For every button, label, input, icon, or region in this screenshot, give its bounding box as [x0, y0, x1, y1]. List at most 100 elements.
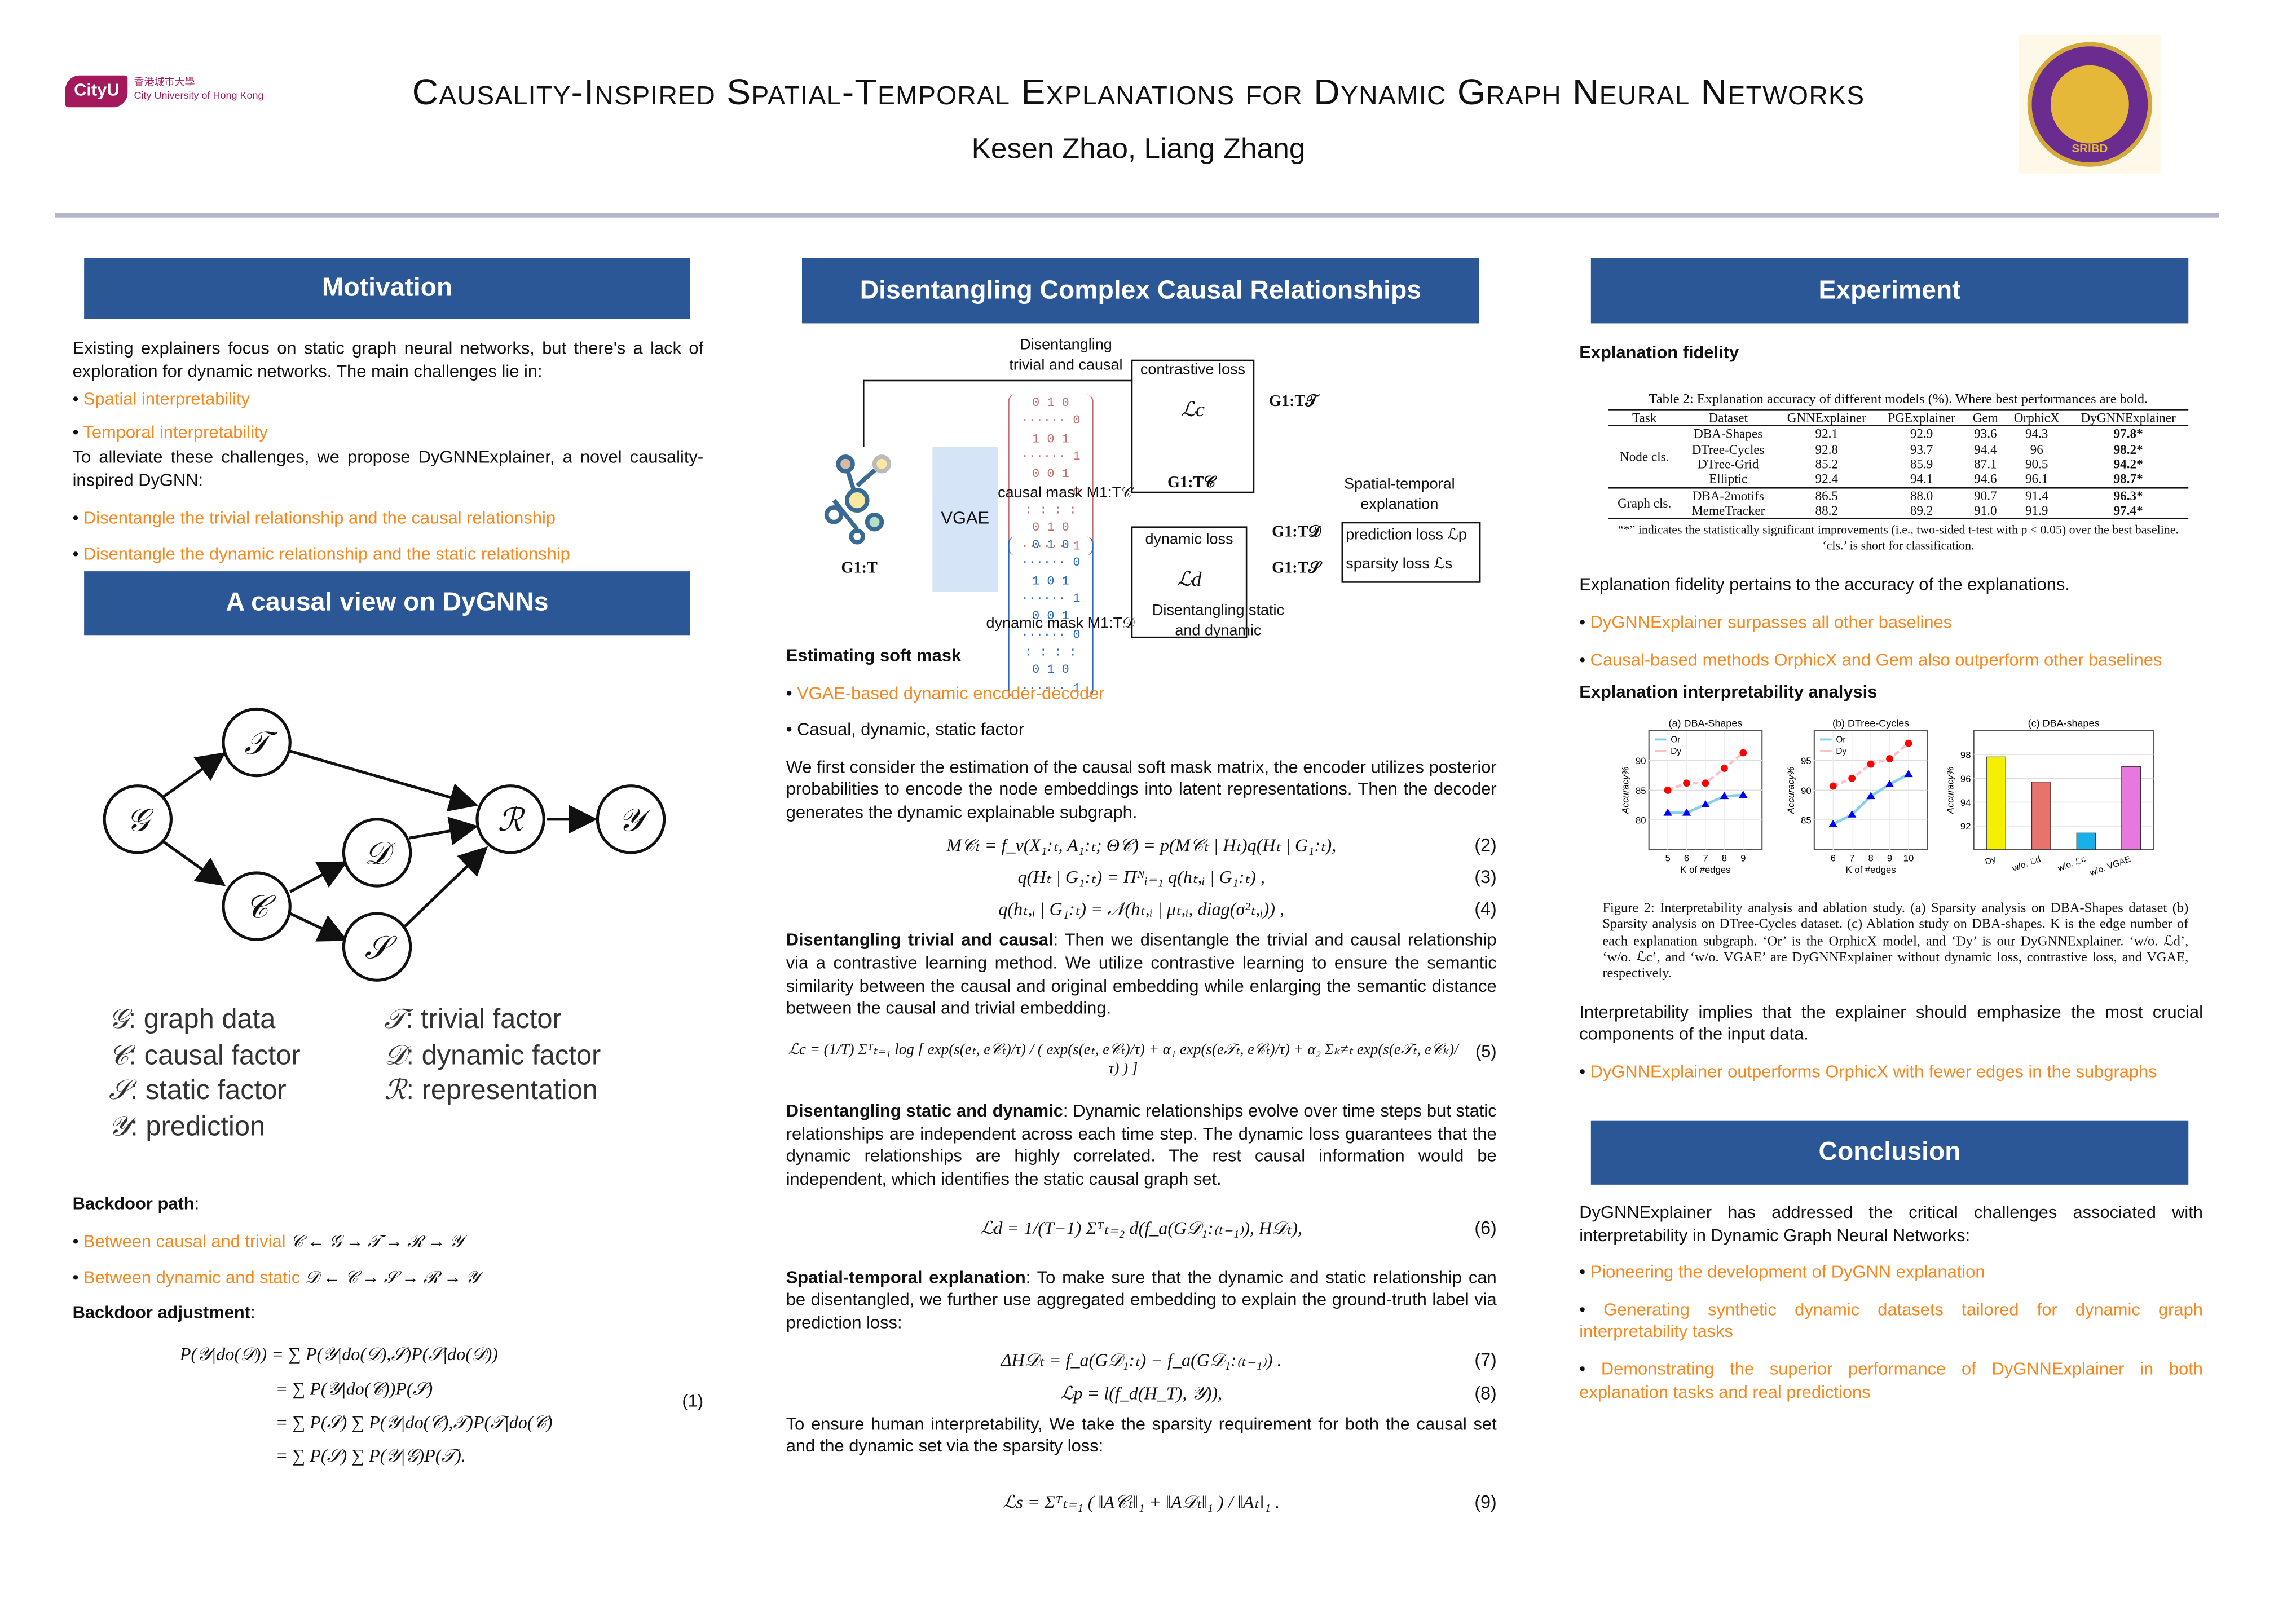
table-cell: 92.4 [1815, 471, 1839, 487]
chart-title: (a) DBA-Shapes [1668, 717, 1742, 729]
data-point-Or [1739, 790, 1748, 798]
node-s: 𝒮 [342, 912, 412, 982]
table-cell: DTree-Grid [1697, 456, 1759, 471]
data-point-Or [1720, 791, 1729, 799]
table-note: “*” indicates the statistically signific… [1618, 522, 2179, 553]
x-tick-label: 10 [1903, 853, 1914, 863]
table-cell: 88.2 [1815, 503, 1839, 518]
tc-text: : Then we disentangle the trivial and ca… [786, 930, 1497, 1018]
x-axis-label: K of #edges [1846, 864, 1896, 875]
node-c: 𝒞 [222, 871, 292, 941]
table-cell: 97.8* [2113, 426, 2143, 442]
data-point-Or [1866, 791, 1875, 799]
equation-4: q(hₜ,ᵢ | G₁:ₜ) = 𝒩(hₜ,ᵢ | μₜ,ᵢ, diag(σ²ₜ… [998, 899, 1497, 920]
legend-label: Or [1671, 735, 1680, 744]
experiment-section: Explanation fidelity Table 2: Explanatio… [1579, 342, 2203, 1094]
x-tick-label: 5 [1665, 853, 1670, 863]
y-axis-label: Accuracy% [1620, 766, 1631, 814]
legend-item: 𝒢: graph data [108, 1004, 276, 1035]
section-header-motivation: Motivation [84, 258, 690, 319]
node-y: 𝒴 [596, 784, 666, 854]
conclusion-section: DyGNNExplainer has addressed the critica… [1579, 1202, 2203, 1414]
goal-item: Disentangle the trivial relationship and… [73, 507, 704, 529]
results-table-wrap: Table 2: Explanation accuracy of differe… [1608, 391, 2189, 554]
node-t: 𝒯 [222, 707, 292, 778]
path-item: Between causal and trivial 𝒞 ← 𝒢 → 𝒯 → ℛ… [73, 1230, 704, 1253]
table-cell: 92.8 [1815, 442, 1839, 457]
goal-item: Disentangle the dynamic relationship and… [73, 544, 704, 567]
st-title: Spatial-temporal explanation [786, 1266, 1026, 1287]
table-cell: 87.1 [1974, 456, 1997, 471]
g-dynamic-label: G1:T𝒟 [1272, 523, 1321, 541]
y-tick-label: 90 [1636, 756, 1646, 766]
causal-mask-label: causal mask M1:T𝒞 [998, 484, 1132, 502]
edge-s-r [402, 846, 488, 929]
causal-legend: 𝒢: graph data 𝒯: trivial factor 𝒞: causa… [109, 1003, 660, 1146]
data-point-Or [1885, 779, 1894, 787]
table-cell: 85.9 [1910, 456, 1933, 471]
table-cell: 98.2* [2113, 442, 2143, 457]
equation-7: ΔH𝒟ₜ = f_a(G𝒟₁:ₜ) − f_a(G𝒟₁:₍ₜ₋₁₎) .(7) [1001, 1350, 1497, 1371]
equation-2: M𝒞ₜ = f_v(X₁:ₜ, A₁:ₜ; Θ𝒞) = p(M𝒞ₜ | Hₜ)q… [946, 835, 1497, 855]
table-caption: Table 2: Explanation accuracy of differe… [1649, 392, 2148, 407]
equation-9: ℒs = Σᵀₜ₌₁ ( ‖A𝒞ₜ‖₁ + ‖A𝒟ₜ‖₁ ) / ‖Aₜ‖₁ .… [1003, 1492, 1497, 1513]
edge-t-r [289, 749, 479, 811]
table-header: DyGNNExplainer [2081, 410, 2176, 425]
diagram-top-label: Disentangling trivial and causal [1009, 336, 1123, 374]
y-axis-label: Accuracy% [1945, 766, 1956, 814]
cityu-logo-mark: CityU [65, 75, 129, 107]
legend-item: 𝒯: trivial factor [384, 1004, 562, 1035]
table-header: PGExplainer [1888, 410, 1955, 425]
edge-g-t [161, 752, 226, 799]
dynamic-loss-box: dynamic loss ℒd [1131, 526, 1248, 638]
y-tick-label: 85 [1801, 815, 1812, 826]
legend-label: Dy [1836, 747, 1846, 756]
task-cell: Graph cls. [1618, 495, 1672, 510]
section-header-experiment: Experiment [1590, 258, 2189, 324]
data-point-Or [1682, 808, 1691, 816]
data-point-Dy [1886, 754, 1893, 762]
top-line [862, 379, 1133, 447]
x-tick-label: 7 [1849, 853, 1854, 863]
y-tick-label: 90 [1801, 785, 1812, 796]
fidelity-bullet: Causal-based methods OrphicX and Gem als… [1579, 649, 2203, 672]
conclusion-bullet: Pioneering the development of DyGNN expl… [1579, 1262, 2203, 1285]
motivation-intro: Existing explainers focus on static grap… [72, 338, 704, 381]
contrastive-loss-box: contrastive loss ℒc [1131, 359, 1255, 493]
framework-diagram: Disentangling trivial and causal contras… [805, 333, 1487, 698]
sribd-logo: SRIBD [2019, 34, 2161, 174]
data-point-Dy [1702, 779, 1709, 787]
edge-g-c [161, 840, 226, 886]
dynamic-mask-label: dynamic mask M1:T𝒟 [986, 615, 1135, 633]
table-cell: 93.7 [1910, 442, 1933, 457]
sparsity-text: To ensure human interpretability, We tak… [786, 1413, 1497, 1457]
x-axis-label: K of #edges [1680, 864, 1730, 875]
data-point-Or [1663, 808, 1672, 816]
data-point-Or [1847, 810, 1857, 818]
st-text: : To make sure that the dynamic and stat… [786, 1266, 1497, 1332]
table-cell: MemeTracker [1691, 503, 1765, 518]
causal-graph: 𝒢 𝒯 𝒞 𝒟 𝒮 ℛ 𝒴 [103, 707, 666, 982]
soft-text: We first consider the estimation of the … [786, 756, 1497, 822]
x-tick-label: 6 [1684, 853, 1689, 863]
y-tick-label: 94 [1960, 797, 1971, 807]
fidelity-bullet: DyGNNExplainer surpasses all other basel… [1579, 612, 2203, 634]
table-cell: 94.6 [1974, 471, 1997, 487]
table-cell: 94.2* [2113, 456, 2143, 471]
table-cell: 88.0 [1910, 488, 1933, 503]
equation-3: q(Hₜ | G₁:ₜ) = Πᴺᵢ₌₁ q(hₜ,ᵢ | G₁:ₜ) ,(3) [1017, 867, 1497, 888]
table-cell: 96.3* [2113, 488, 2143, 503]
x-tick-label: 6 [1831, 853, 1836, 863]
y-tick-label: 95 [1801, 756, 1812, 766]
bar [2121, 766, 2141, 850]
x-tick-label: 7 [1703, 853, 1708, 863]
cityu-en: City University of Hong Kong [134, 91, 264, 102]
section-header-disentangle: Disentangling Complex Causal Relationshi… [801, 258, 1479, 324]
y-tick-label: 98 [1960, 749, 1971, 760]
table-cell: 86.5 [1815, 488, 1839, 503]
